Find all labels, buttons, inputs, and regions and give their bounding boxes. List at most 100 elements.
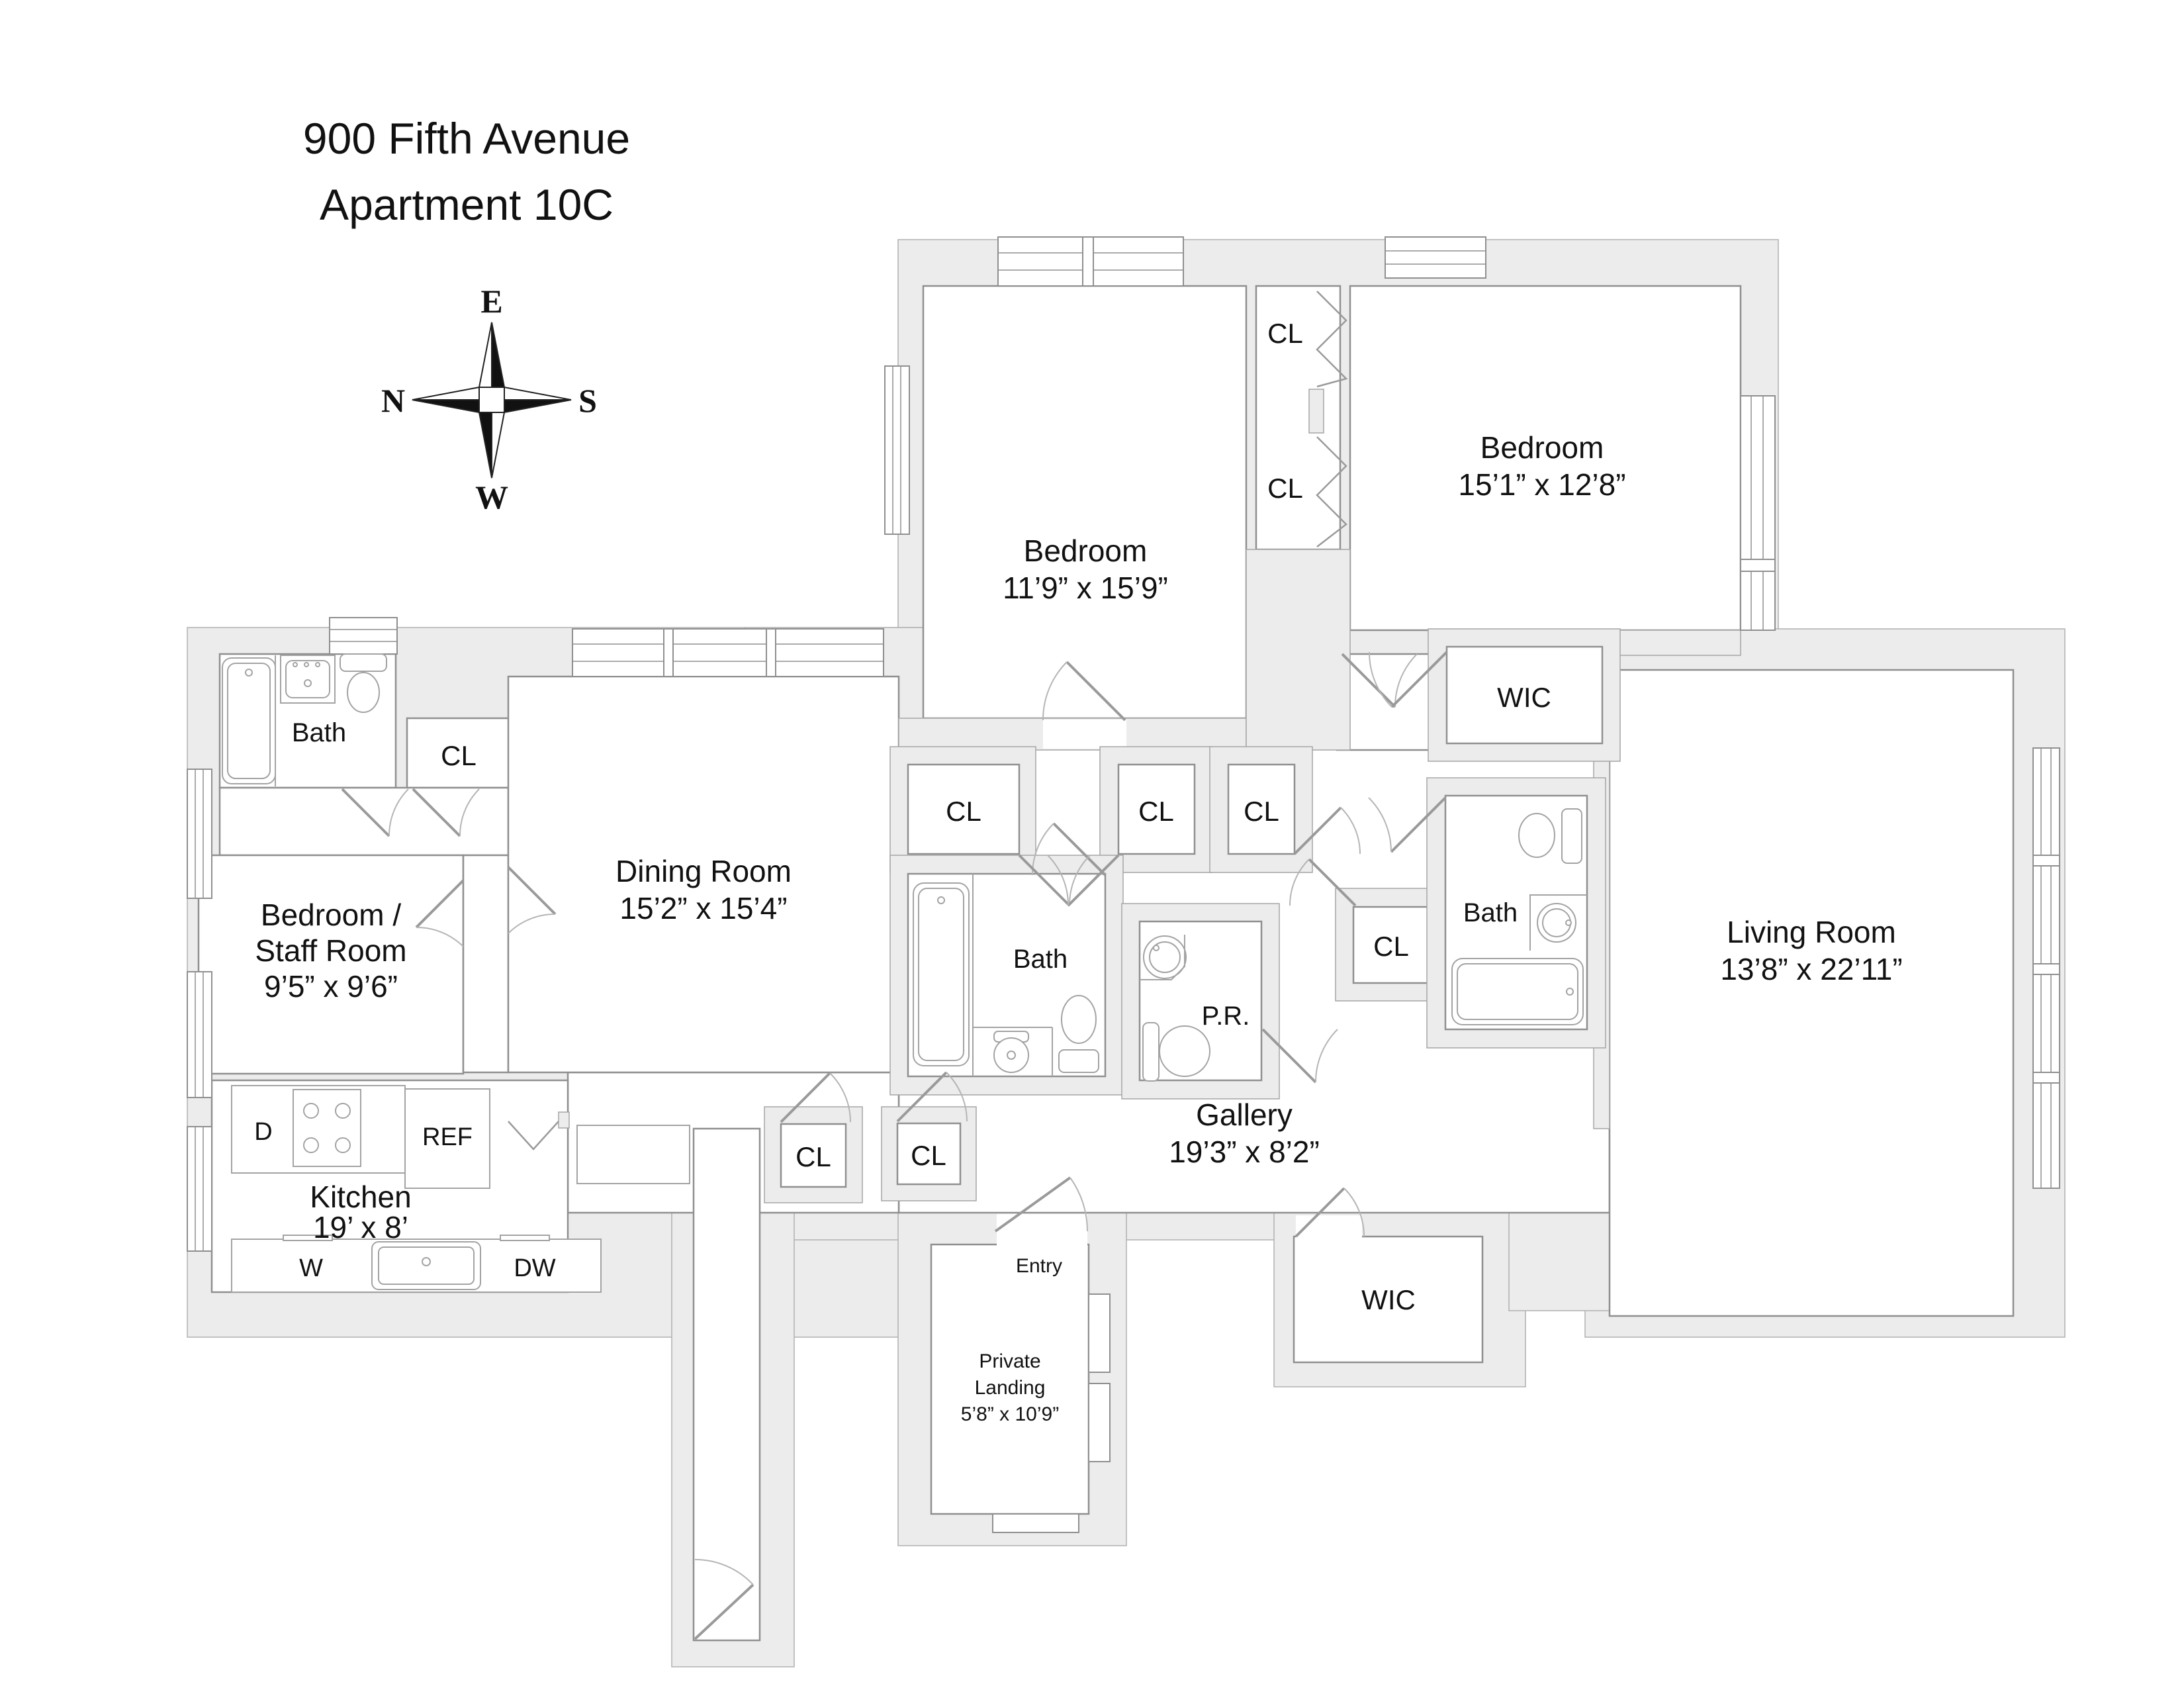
bedroom-1-label: Bedroom <box>1024 534 1148 568</box>
windows <box>187 236 2060 1252</box>
bathtub-icon <box>222 655 276 786</box>
private-landing-label-2: Landing <box>975 1377 1046 1399</box>
door-hall-staff <box>415 879 465 947</box>
closet-a-floor <box>907 763 1021 855</box>
wic-lower-floor <box>1293 1235 1484 1364</box>
kitchen-counter-bottom <box>231 1235 602 1293</box>
closet-b-label: CL <box>1138 796 1174 827</box>
wic-upper-label: WIC <box>1497 682 1551 713</box>
door-bedroom1 <box>1042 661 1126 722</box>
door-closet-right <box>1289 858 1357 907</box>
door-closet-b <box>1047 854 1120 907</box>
wic-lower-label: WIC <box>1361 1284 1416 1315</box>
bifold-doors-closet-corridor <box>1308 291 1348 547</box>
window-bath-upper-left <box>329 617 398 655</box>
window-left-a <box>187 769 212 899</box>
wic-upper-floor <box>1445 645 1604 745</box>
appliance-d-label: D <box>254 1118 272 1146</box>
window-bedroom1-top <box>997 236 1184 287</box>
kitchen-counter-top <box>231 1085 490 1189</box>
doors <box>341 291 1448 1640</box>
window-dining-top <box>572 628 884 677</box>
hall-vertical-floor <box>462 854 510 1074</box>
passage-counter <box>576 1125 690 1184</box>
closet-passage-right-floor <box>896 1122 962 1186</box>
closet-passage-right-label: CL <box>911 1140 946 1171</box>
bath-right-label: Bath <box>1463 898 1518 927</box>
dining-room-dims: 15’2” x 15’4” <box>619 891 787 925</box>
toilet-icon <box>1142 1022 1210 1082</box>
toilet-icon <box>340 653 387 713</box>
living-room-dims: 13’8” x 22’11” <box>1720 952 1902 986</box>
dining-room-floor <box>507 675 900 1074</box>
door-bath-upper-left <box>341 788 409 837</box>
sink-icon <box>280 655 336 704</box>
window-living-right <box>2032 747 2060 1189</box>
gallery-dims: 19’3” x 8’2” <box>1169 1135 1320 1169</box>
door-wic-upper <box>1368 651 1448 708</box>
toilet-icon <box>973 1027 1053 1076</box>
bath-upper-left-label: Bath <box>292 718 346 747</box>
door-entry <box>994 1176 1089 1233</box>
window-left-b <box>187 971 212 1098</box>
kitchen-dims: 19’ x 8’ <box>313 1210 408 1244</box>
compass-east-label: E <box>480 283 502 320</box>
kitchen-sink-icon <box>371 1241 481 1290</box>
door-wic-lower <box>1295 1187 1365 1238</box>
compass-west-label: W <box>475 479 508 516</box>
closet-right-label: CL <box>1373 931 1409 962</box>
page-title-line1: 900 Fifth Avenue <box>303 114 630 163</box>
closet-corridor-bottom-label: CL <box>1267 473 1303 504</box>
sink-icon <box>1140 935 1187 980</box>
door-closet-c <box>1293 806 1361 855</box>
page-title-line2: Apartment 10C <box>320 180 614 229</box>
private-landing-label-1: Private <box>979 1350 1040 1372</box>
closet-passage-left-floor <box>780 1123 847 1188</box>
labels: 900 Fifth Avenue Apartment 10C Bedroom 1… <box>254 114 1902 1425</box>
small-rooms <box>764 628 1621 1364</box>
refrigerator <box>404 1088 490 1189</box>
hall-top-left-floor <box>218 786 510 857</box>
door-closet-a <box>1018 854 1091 907</box>
private-landing-dims: 5’8” x 10’9” <box>961 1403 1059 1425</box>
entry-label: Entry <box>1016 1255 1062 1277</box>
window-bedroom2-right <box>1740 395 1776 631</box>
appliance-dw-label: DW <box>514 1254 555 1282</box>
bedroom-2-dims: 15’1” x 12’8” <box>1458 467 1625 502</box>
compass-center <box>478 387 505 413</box>
closet-b-floor <box>1117 763 1196 855</box>
bedroom-1-dims: 11’9” x 15’9” <box>1003 571 1168 605</box>
gallery-label: Gallery <box>1196 1098 1293 1132</box>
closet-corridor-top-label: CL <box>1267 318 1303 349</box>
bathtub-icon <box>1451 958 1584 1025</box>
window-left-c <box>187 1126 212 1252</box>
stove-icon <box>293 1089 361 1167</box>
toilet-icon <box>1058 995 1099 1073</box>
closet-passage-left-label: CL <box>796 1141 831 1172</box>
compass-south-label: S <box>578 382 597 419</box>
closet-a-label: CL <box>946 796 981 827</box>
closet-top-left-label: CL <box>441 740 477 771</box>
staff-room-label-2: Staff Room <box>255 933 406 968</box>
closet-c-floor <box>1227 763 1296 855</box>
closet-top-left-floor <box>406 717 512 789</box>
staff-room-dims: 9’5” x 9’6” <box>264 969 398 1004</box>
appliance-ref-label: REF <box>422 1123 473 1151</box>
living-room-floor <box>1608 669 2015 1317</box>
closet-corridor-floor <box>1255 285 1342 551</box>
window-bedroom1-left <box>884 365 910 535</box>
staff-room-floor <box>197 854 465 1075</box>
door-vestibule <box>1341 653 1418 708</box>
powder-room-label: P.R. <box>1202 1002 1250 1031</box>
window-bedroom2-top <box>1385 236 1486 279</box>
kitchen-label: Kitchen <box>310 1180 411 1214</box>
closet-c-label: CL <box>1244 796 1279 827</box>
door-kitchen-double <box>508 1111 570 1150</box>
door-powder-room <box>1261 1028 1338 1084</box>
living-room-label: Living Room <box>1727 915 1896 949</box>
bathtub-icon <box>913 874 974 1076</box>
compass-rose: E N S W <box>381 283 597 516</box>
compass-north-label: N <box>381 382 405 419</box>
door-closet-passage-left <box>780 1072 851 1123</box>
